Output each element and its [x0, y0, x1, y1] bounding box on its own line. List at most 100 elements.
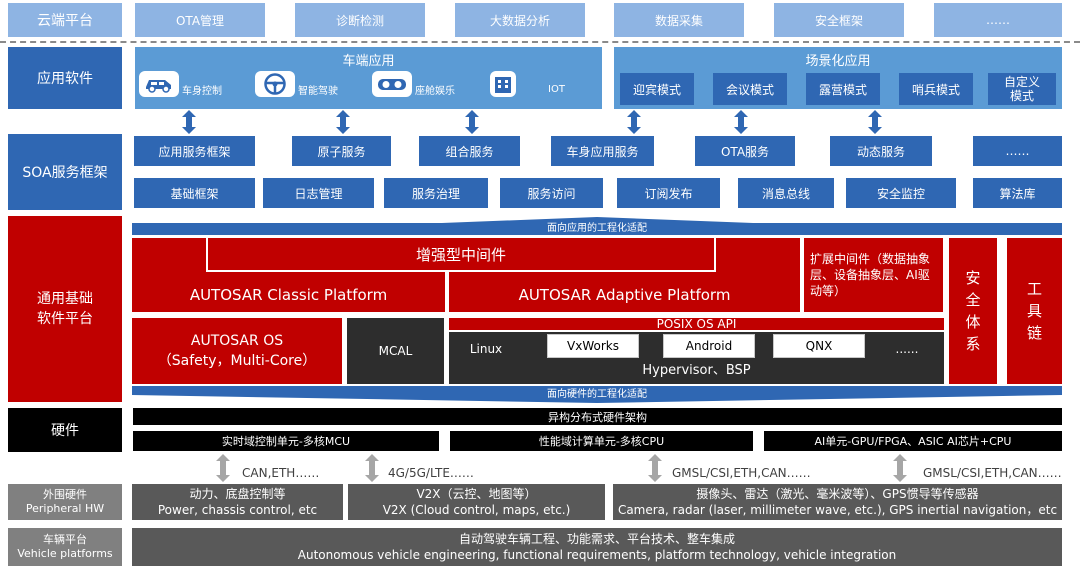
soa-security-monitor: 安全监控 — [846, 178, 956, 208]
double-arrow-icon — [734, 110, 748, 134]
autosar-os-label: AUTOSAR OS — [190, 333, 284, 349]
app-cockpit-entertainment: 座舱娱乐 — [372, 71, 455, 97]
toolchain: 工具链 — [1007, 238, 1062, 384]
hw-adaptation-label: 面向硬件的工程化适配 — [547, 389, 647, 399]
hardware-architecture: 异构分布式硬件架构 — [133, 408, 1062, 425]
double-arrow-icon — [465, 110, 479, 134]
os-more: ...... — [872, 336, 942, 362]
building-icon — [490, 71, 516, 97]
scenario-sentry-mode: 哨兵模式 — [899, 73, 973, 105]
soa-service-atomic: 原子服务 — [292, 136, 391, 166]
scenario-apps-title: 场景化应用 — [805, 54, 871, 69]
double-arrow-icon — [182, 110, 196, 134]
soa-message-bus: 消息总线 — [738, 178, 834, 208]
soa-label: SOA服务框架 — [8, 134, 122, 210]
cloud-divider — [0, 41, 1080, 43]
cloud-item-more: …… — [934, 3, 1062, 37]
link-label-cellular: 4G/5G/LTE…… — [388, 466, 474, 480]
scenario-camping-mode: 露营模式 — [806, 73, 880, 105]
gray-double-arrow-icon — [216, 454, 230, 482]
hw-unit-cpu: 性能域计算单元-多核CPU — [450, 431, 753, 451]
peripheral-v2x-cn: V2X（云控、地图等） — [416, 487, 537, 501]
steering-wheel-icon — [255, 71, 295, 97]
vehicle-apps-panel: 车端应用 — [135, 47, 602, 109]
peripheral-label-cn: 外围硬件 — [43, 488, 87, 501]
soa-log-management: 日志管理 — [263, 178, 374, 208]
vr-headset-icon — [372, 71, 412, 97]
app-iot: IOT — [490, 71, 565, 97]
peripheral-power-chassis: 动力、底盘控制等 Power, chassis control, etc — [132, 484, 343, 520]
autosar-os: AUTOSAR OS （Safety，Multi-Core） — [132, 318, 342, 384]
vehicle-platform-label-en: Vehicle platforms — [17, 547, 113, 560]
soa-service-composite: 组合服务 — [419, 136, 520, 166]
peripheral-label: 外围硬件 Peripheral HW — [8, 484, 122, 520]
mcal: MCAL — [347, 318, 444, 384]
soa-algorithm-library: 算法库 — [973, 178, 1062, 208]
os-vxworks: VxWorks — [547, 334, 639, 358]
peripheral-power-chassis-en: Power, chassis control, etc — [157, 503, 318, 517]
soa-service-governance: 服务治理 — [384, 178, 488, 208]
vehicle-apps-title: 车端应用 — [342, 54, 395, 69]
app-body-control-label: 车身控制 — [182, 85, 222, 97]
vehicle-platform-label: 车辆平台 Vehicle platforms — [8, 528, 122, 566]
os-vxworks-label: VxWorks — [567, 339, 619, 353]
gray-double-arrow-icon — [365, 454, 379, 482]
peripheral-sensors-en: Camera, radar (laser, millimeter wave, e… — [617, 503, 1058, 517]
peripheral-v2x-en: V2X (Cloud control, maps, etc.) — [382, 503, 571, 517]
hypervisor-bsp-label: Hypervisor、BSP — [642, 363, 751, 378]
safety-system: 安全体系 — [949, 238, 997, 384]
cloud-item-diagnosis: 诊断检测 — [295, 3, 425, 37]
app-body-control: 车身控制 — [139, 71, 222, 97]
hw-adaptation-banner — [132, 386, 1062, 403]
enhanced-middleware: 增强型中间件 — [206, 238, 716, 272]
cloud-platform-label: 云端平台 — [8, 3, 122, 37]
car-icon — [139, 71, 179, 97]
double-arrow-icon — [868, 110, 882, 134]
soa-service-app-framework: 应用服务框架 — [134, 136, 255, 166]
vehicle-platform-cn: 自动驾驶车辆工程、功能需求、平台技术、整车集成 — [458, 532, 735, 546]
os-qnx-label: QNX — [805, 339, 833, 353]
gray-double-arrow-icon — [893, 454, 907, 482]
hw-unit-ai: AI单元-GPU/FPGA、ASIC AI芯片+CPU — [764, 431, 1062, 451]
hardware-label: 硬件 — [8, 408, 122, 452]
toolchain-label: 工具链 — [1026, 280, 1042, 342]
app-iot-label: IOT — [548, 83, 565, 95]
autosar-adaptive-label: AUTOSAR Adaptive Platform — [518, 286, 731, 304]
link-label-can: CAN,ETH…… — [242, 466, 320, 480]
extended-middleware: 扩展中间件（数据抽象层、设备抽象层、AI驱动等） — [804, 238, 943, 312]
app-adaptation-label: 面向应用的工程化适配 — [547, 222, 647, 234]
link-label-gmsl-2: GMSL/CSI,ETH,CAN…… — [923, 466, 1062, 480]
peripheral-power-chassis-cn: 动力、底盘控制等 — [189, 487, 286, 501]
app-software-label: 应用软件 — [8, 47, 122, 109]
app-smart-driving-label: 智能驾驶 — [298, 85, 338, 97]
cloud-item-data-collection: 数据采集 — [614, 3, 744, 37]
peripheral-sensors-cn: 摄像头、雷达（激光、毫米波等）、GPS惯导等传感器 — [696, 487, 979, 501]
soa-service-dynamic: 动态服务 — [830, 136, 932, 166]
app-cockpit-entertainment-label: 座舱娱乐 — [415, 85, 455, 97]
os-linux: Linux — [457, 336, 515, 362]
peripheral-v2x: V2X（云控、地图等） V2X (Cloud control, maps, et… — [348, 484, 605, 520]
safety-system-label: 安全体系 — [965, 269, 981, 353]
os-android-label: Android — [685, 339, 733, 353]
vehicle-platform-content: 自动驾驶车辆工程、功能需求、平台技术、整车集成 Autonomous vehic… — [132, 528, 1062, 566]
app-adaptation-banner — [132, 217, 1062, 235]
posix-os-api: POSIX OS API — [449, 318, 944, 330]
double-arrow-icon — [627, 110, 641, 134]
double-arrow-icon — [336, 110, 350, 134]
autosar-classic-label: AUTOSAR Classic Platform — [189, 286, 388, 304]
soa-service-ota: OTA服务 — [695, 136, 795, 166]
os-qnx: QNX — [773, 334, 865, 358]
link-label-gmsl-1: GMSL/CSI,ETH,CAN…… — [672, 466, 811, 480]
os-android: Android — [663, 334, 755, 358]
scenario-custom-mode: 自定义 模式 — [988, 73, 1056, 105]
soa-base-framework: 基础框架 — [134, 178, 255, 208]
hw-unit-mcu: 实时域控制单元-多核MCU — [133, 431, 439, 451]
soa-pub-sub: 订阅发布 — [617, 178, 720, 208]
peripheral-sensors: 摄像头、雷达（激光、毫米波等）、GPS惯导等传感器 Camera, radar … — [613, 484, 1062, 520]
autosar-os-sub-label: （Safety，Multi-Core） — [157, 353, 317, 369]
vehicle-platform-label-cn: 车辆平台 — [43, 533, 87, 546]
vehicle-platform-en: Autonomous vehicle engineering, function… — [297, 548, 897, 562]
soa-service-body-app: 车身应用服务 — [551, 136, 654, 166]
scenario-meeting-mode: 会议模式 — [713, 73, 787, 105]
soa-service-access: 服务访问 — [500, 178, 603, 208]
